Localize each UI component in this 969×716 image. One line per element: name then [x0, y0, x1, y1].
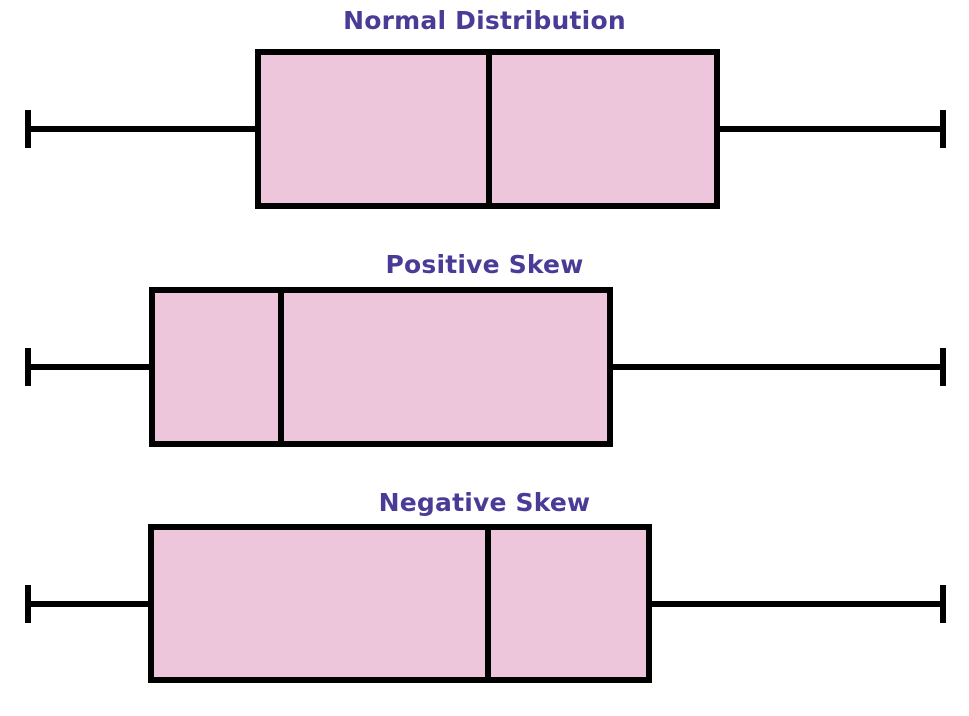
- boxplot-normal-distribution: [25, 49, 946, 209]
- box-iqr-3: [148, 524, 652, 683]
- whisker-group-1: [25, 110, 946, 148]
- box-iqr-2: [149, 287, 613, 447]
- boxplot-negative-skew: [25, 524, 946, 683]
- panel-title-normal-distribution: Normal Distribution: [343, 6, 626, 35]
- panel-title-negative-skew: Negative Skew: [378, 488, 591, 517]
- panel-title-positive-skew: Positive Skew: [385, 250, 584, 279]
- whisker-group-2: [25, 348, 946, 386]
- panel-negative-skew: Negative Skew: [0, 478, 969, 716]
- panel-positive-skew: Positive Skew: [0, 239, 969, 478]
- whisker-group-3: [25, 585, 946, 623]
- panel-normal-distribution: Normal Distribution: [0, 0, 969, 239]
- boxplot-positive-skew: [25, 287, 946, 447]
